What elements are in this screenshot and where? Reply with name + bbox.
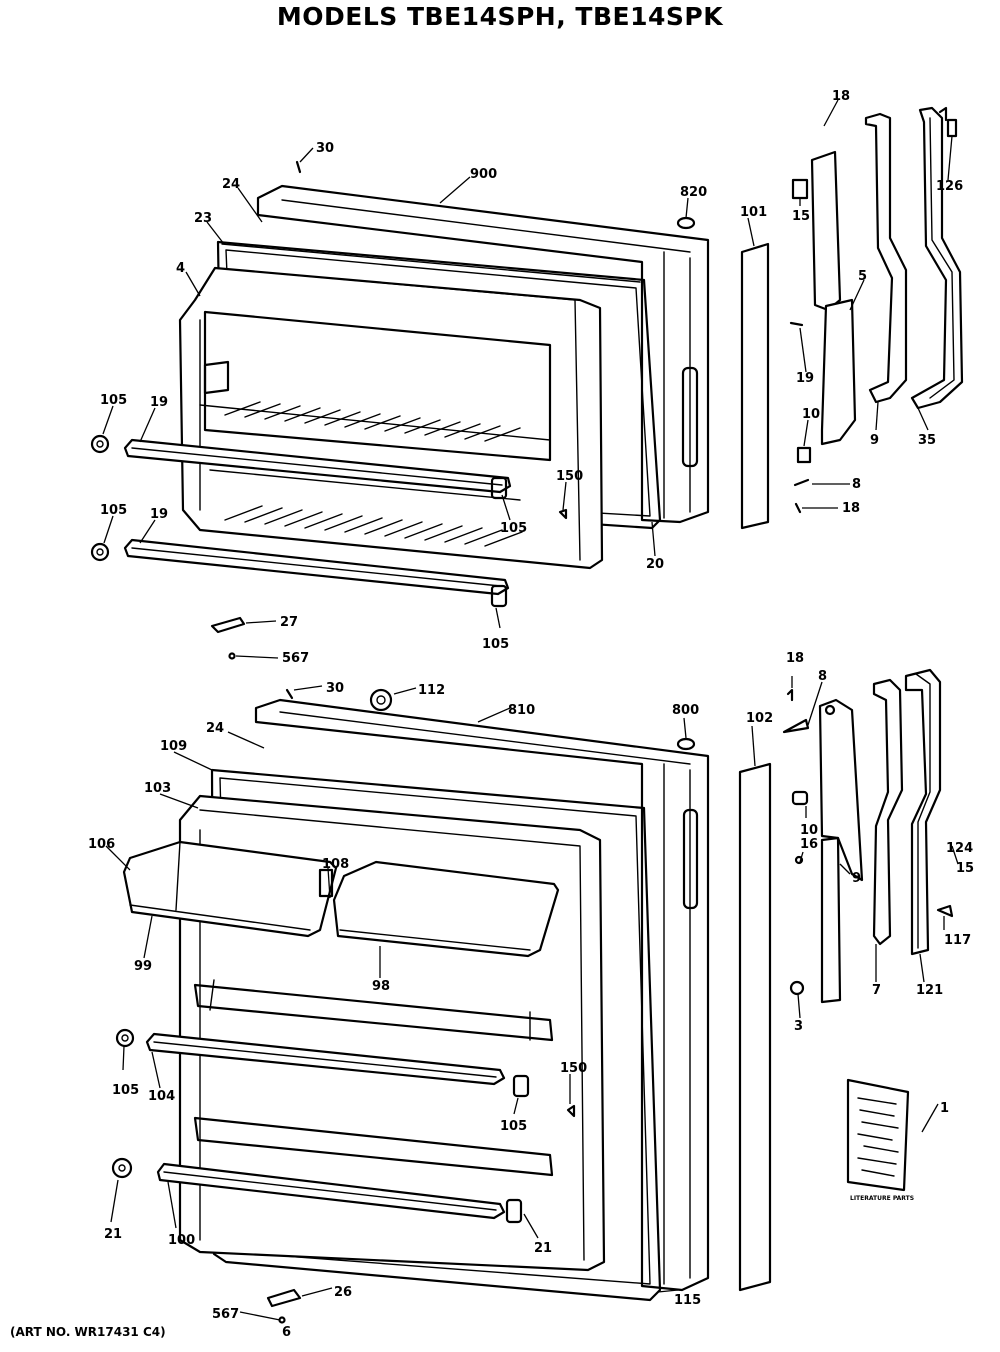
callout-27: 27 [280, 615, 298, 630]
breaker-strip-icon [738, 762, 772, 1292]
callout-101: 101 [740, 205, 767, 220]
callout-10: 10 [800, 823, 818, 838]
callout-15: 15 [792, 209, 810, 224]
callout-5: 5 [858, 269, 867, 284]
callout-800: 800 [672, 703, 699, 718]
fresh-food-outer-door-icon [254, 698, 710, 1292]
callout-150: 150 [560, 1061, 587, 1076]
callout-30: 30 [326, 681, 344, 696]
callout-19: 19 [796, 371, 814, 386]
callout-115: 115 [674, 1293, 701, 1308]
door-bin-icon [122, 840, 560, 958]
callout-112: 112 [418, 683, 445, 698]
callout-150: 150 [556, 469, 583, 484]
callout-109: 109 [160, 739, 187, 754]
callout-567: 567 [282, 651, 309, 666]
callout-26: 26 [334, 1285, 352, 1300]
callout-108: 108 [322, 857, 349, 872]
callout-1: 1 [940, 1101, 949, 1116]
callout-102: 102 [746, 711, 773, 726]
callout-103: 103 [144, 781, 171, 796]
callout-121: 121 [916, 983, 943, 998]
literature-parts-label: LITERATURE PARTS [850, 1195, 914, 1202]
callout-23: 23 [194, 211, 212, 226]
callout-18: 18 [832, 89, 850, 104]
screw-icon [558, 508, 568, 520]
callout-100: 100 [168, 1233, 195, 1248]
callout-567: 567 [212, 1307, 239, 1322]
callout-117: 117 [944, 933, 971, 948]
callout-4: 4 [176, 261, 185, 276]
callout-99: 99 [134, 959, 152, 974]
callout-18: 18 [786, 651, 804, 666]
freezer-shelf-cam-icon [90, 434, 508, 608]
callout-105: 105 [500, 521, 527, 536]
callout-35: 35 [918, 433, 936, 448]
callout-21: 21 [104, 1227, 122, 1242]
callout-105: 105 [500, 1119, 527, 1134]
callout-3: 3 [794, 1019, 803, 1034]
callout-105: 105 [112, 1083, 139, 1098]
callout-15: 15 [956, 861, 974, 876]
callout-9: 9 [852, 871, 861, 886]
door-hinge-icon [791, 698, 864, 1004]
callout-810: 810 [508, 703, 535, 718]
callout-19: 19 [150, 507, 168, 522]
callout-18: 18 [842, 501, 860, 516]
callout-8: 8 [852, 477, 861, 492]
callout-6: 6 [282, 1325, 291, 1340]
freezer-shelf-bar-icon [123, 438, 512, 596]
leader-lines [102, 99, 959, 1321]
door-hinge-icon [791, 150, 857, 464]
callout-106: 106 [88, 837, 115, 852]
callout-900: 900 [470, 167, 497, 182]
callout-9: 9 [870, 433, 879, 448]
door-handle-icon [864, 106, 964, 410]
callout-19: 19 [150, 395, 168, 410]
freezer-liner-icon [178, 266, 604, 570]
callout-21: 21 [534, 1241, 552, 1256]
page-title: MODELS TBE14SPH, TBE14SPK [276, 2, 724, 31]
small-hardware-icon [266, 688, 954, 1324]
callout-105: 105 [482, 637, 509, 652]
callout-126: 126 [936, 179, 963, 194]
callout-numbers: 30 24 900 820 23 4 101 18 15 5 126 105 1… [88, 89, 974, 1340]
callout-124: 124 [946, 841, 973, 856]
callout-105: 105 [100, 393, 127, 408]
small-hardware-icon [210, 160, 810, 660]
callout-98: 98 [372, 979, 390, 994]
art-number: (ART NO. WR17431 C4) [10, 1325, 166, 1339]
callout-10: 10 [802, 407, 820, 422]
callout-20: 20 [646, 557, 664, 572]
callout-8: 8 [818, 669, 827, 684]
breaker-strip-icon [740, 242, 770, 530]
freezer-door-assembly [90, 106, 964, 660]
freezer-outer-door-icon [256, 184, 710, 524]
callout-104: 104 [148, 1089, 175, 1104]
callout-24: 24 [206, 721, 224, 736]
callout-30: 30 [316, 141, 334, 156]
literature-booklet-icon [846, 1078, 910, 1192]
fresh-food-door-assembly [111, 668, 954, 1324]
callout-105: 105 [100, 503, 127, 518]
callout-24: 24 [222, 177, 240, 192]
callout-7: 7 [872, 983, 881, 998]
fresh-food-shelf-cam-icon [111, 1028, 530, 1224]
callout-16: 16 [800, 837, 818, 852]
fresh-food-shelf-bar-icon [145, 1032, 506, 1220]
door-handle-icon [872, 668, 942, 956]
callout-820: 820 [680, 185, 707, 200]
